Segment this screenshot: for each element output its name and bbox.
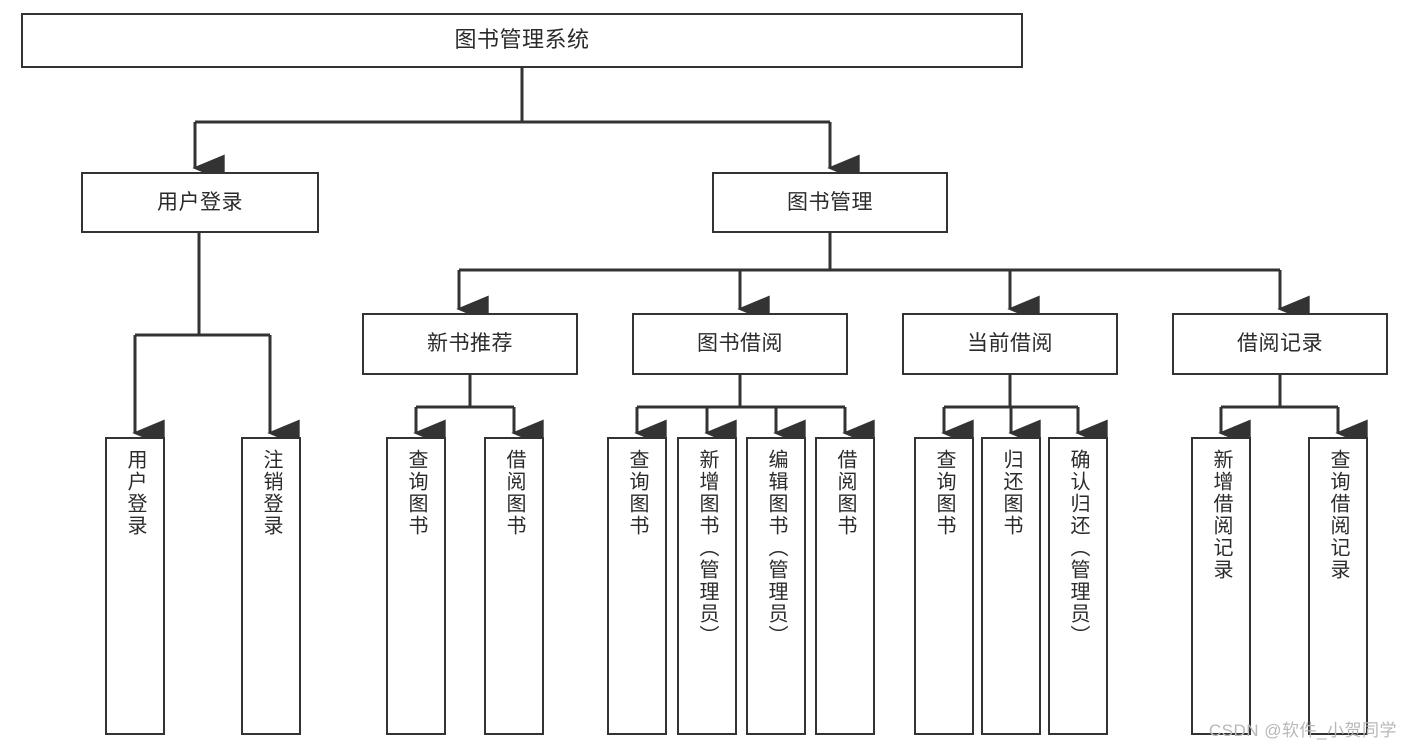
node-label: 查询图书 xyxy=(626,449,648,537)
node-label: 新书推荐 xyxy=(427,332,513,356)
node-label: 图书管理 xyxy=(787,190,873,214)
node-label: 归还图书 xyxy=(1000,449,1022,537)
leaf-borrow-query-book[interactable]: 查询图书 xyxy=(607,437,667,735)
node-new-book-recommend[interactable]: 新书推荐 xyxy=(362,313,578,375)
node-label: 查询图书 xyxy=(405,449,427,537)
leaf-record-add-record[interactable]: 新增借阅记录 xyxy=(1191,437,1251,735)
node-current-borrow[interactable]: 当前借阅 xyxy=(902,313,1118,375)
node-label: 新增图书（管理员） xyxy=(696,449,718,647)
node-label: 当前借阅 xyxy=(967,332,1053,356)
leaf-current-confirm-return-admin[interactable]: 确认归还（管理员） xyxy=(1048,437,1108,735)
leaf-borrow-edit-book-admin[interactable]: 编辑图书（管理员） xyxy=(746,437,806,735)
leaf-user-login-login[interactable]: 用户登录 xyxy=(105,437,165,735)
leaf-user-login-logout[interactable]: 注销登录 xyxy=(241,437,301,735)
node-label: 编辑图书（管理员） xyxy=(765,449,787,647)
leaf-recommend-borrow-book[interactable]: 借阅图书 xyxy=(484,437,544,735)
node-label: 用户登录 xyxy=(157,190,243,214)
node-root-system[interactable]: 图书管理系统 xyxy=(21,13,1023,68)
node-label: 借阅图书 xyxy=(834,449,856,537)
leaf-record-query-record[interactable]: 查询借阅记录 xyxy=(1308,437,1368,735)
leaf-borrow-borrow-book[interactable]: 借阅图书 xyxy=(815,437,875,735)
node-label: 确认归还（管理员） xyxy=(1067,449,1089,647)
leaf-current-return-book[interactable]: 归还图书 xyxy=(981,437,1041,735)
node-user-login[interactable]: 用户登录 xyxy=(81,172,319,233)
node-label: 借阅记录 xyxy=(1237,332,1323,356)
node-label: 新增借阅记录 xyxy=(1210,449,1232,581)
watermark-text: CSDN @软件_小贺同学 xyxy=(1208,721,1397,740)
node-label: 查询借阅记录 xyxy=(1327,449,1349,581)
node-label: 图书管理系统 xyxy=(454,27,590,53)
leaf-recommend-query-book[interactable]: 查询图书 xyxy=(386,437,446,735)
node-label: 查询图书 xyxy=(933,449,955,537)
node-label: 图书借阅 xyxy=(697,332,783,356)
leaf-current-query-book[interactable]: 查询图书 xyxy=(914,437,974,735)
leaf-borrow-add-book-admin[interactable]: 新增图书（管理员） xyxy=(677,437,737,735)
node-book-borrow[interactable]: 图书借阅 xyxy=(632,313,848,375)
node-book-management[interactable]: 图书管理 xyxy=(712,172,948,233)
node-label: 注销登录 xyxy=(260,449,282,537)
node-label: 借阅图书 xyxy=(503,449,525,537)
node-borrow-record[interactable]: 借阅记录 xyxy=(1172,313,1388,375)
node-label: 用户登录 xyxy=(124,449,146,537)
